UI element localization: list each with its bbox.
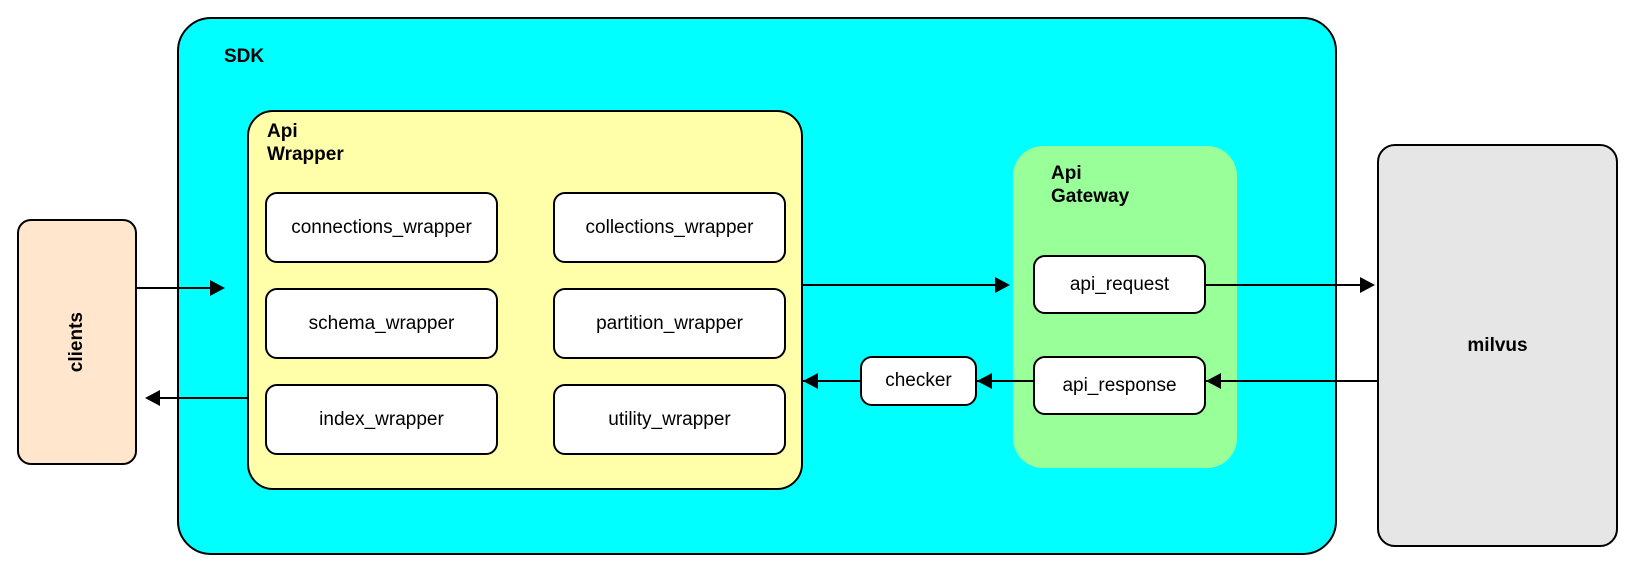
node-connections-wrapper[interactable]: connections_wrapper: [265, 192, 498, 263]
node-schema-wrapper-label: schema_wrapper: [308, 312, 455, 334]
node-index-wrapper[interactable]: index_wrapper: [265, 384, 498, 455]
edge-clients-to-sdk: [137, 287, 223, 289]
edge-sdk-to-clients: [148, 397, 247, 399]
arrowhead-sdk-to-clients-icon: [145, 390, 160, 406]
arrowhead-api-request-to-milvus-icon: [1360, 277, 1375, 293]
node-connections-wrapper-label: connections_wrapper: [291, 216, 472, 238]
node-api-request-label: api_request: [1069, 273, 1170, 295]
node-collections-wrapper[interactable]: collections_wrapper: [553, 192, 786, 263]
node-collections-wrapper-label: collections_wrapper: [585, 216, 754, 238]
node-partition-wrapper-label: partition_wrapper: [596, 312, 743, 334]
arrowhead-api-response-to-checker-icon: [977, 373, 992, 389]
node-clients[interactable]: clients: [17, 219, 137, 465]
node-schema-wrapper[interactable]: schema_wrapper: [265, 288, 498, 359]
node-partition-wrapper[interactable]: partition_wrapper: [553, 288, 786, 359]
container-api-gateway-label: Api Gateway: [1051, 163, 1130, 207]
node-clients-label: clients: [66, 311, 87, 373]
arrowhead-milvus-to-api-response-icon: [1206, 373, 1221, 389]
node-utility-wrapper-label: utility_wrapper: [608, 408, 731, 430]
edge-checker-to-api-wrapper: [803, 380, 860, 382]
node-api-response[interactable]: api_response: [1033, 356, 1206, 415]
arrowhead-clients-to-sdk-icon: [210, 280, 225, 296]
edge-api-request-to-milvus: [1206, 284, 1361, 286]
node-checker-label: checker: [885, 370, 952, 391]
container-api-wrapper-label: Api Wrapper: [267, 121, 344, 165]
edge-api-response-to-checker: [977, 380, 1033, 382]
node-api-response-label: api_response: [1062, 374, 1177, 396]
node-checker[interactable]: checker: [860, 356, 977, 406]
node-milvus[interactable]: milvus: [1377, 144, 1618, 547]
node-index-wrapper-label: index_wrapper: [319, 408, 444, 430]
node-milvus-label: milvus: [1467, 334, 1528, 356]
container-sdk-label: SDK: [224, 46, 265, 67]
node-utility-wrapper[interactable]: utility_wrapper: [553, 384, 786, 455]
arrowhead-checker-to-api-wrapper-icon: [803, 373, 818, 389]
node-api-request[interactable]: api_request: [1033, 255, 1206, 314]
edge-api-wrapper-to-api-gateway: [803, 284, 1000, 286]
edge-milvus-to-api-response: [1206, 380, 1377, 382]
arrowhead-api-wrapper-to-api-gateway-icon: [995, 277, 1010, 293]
